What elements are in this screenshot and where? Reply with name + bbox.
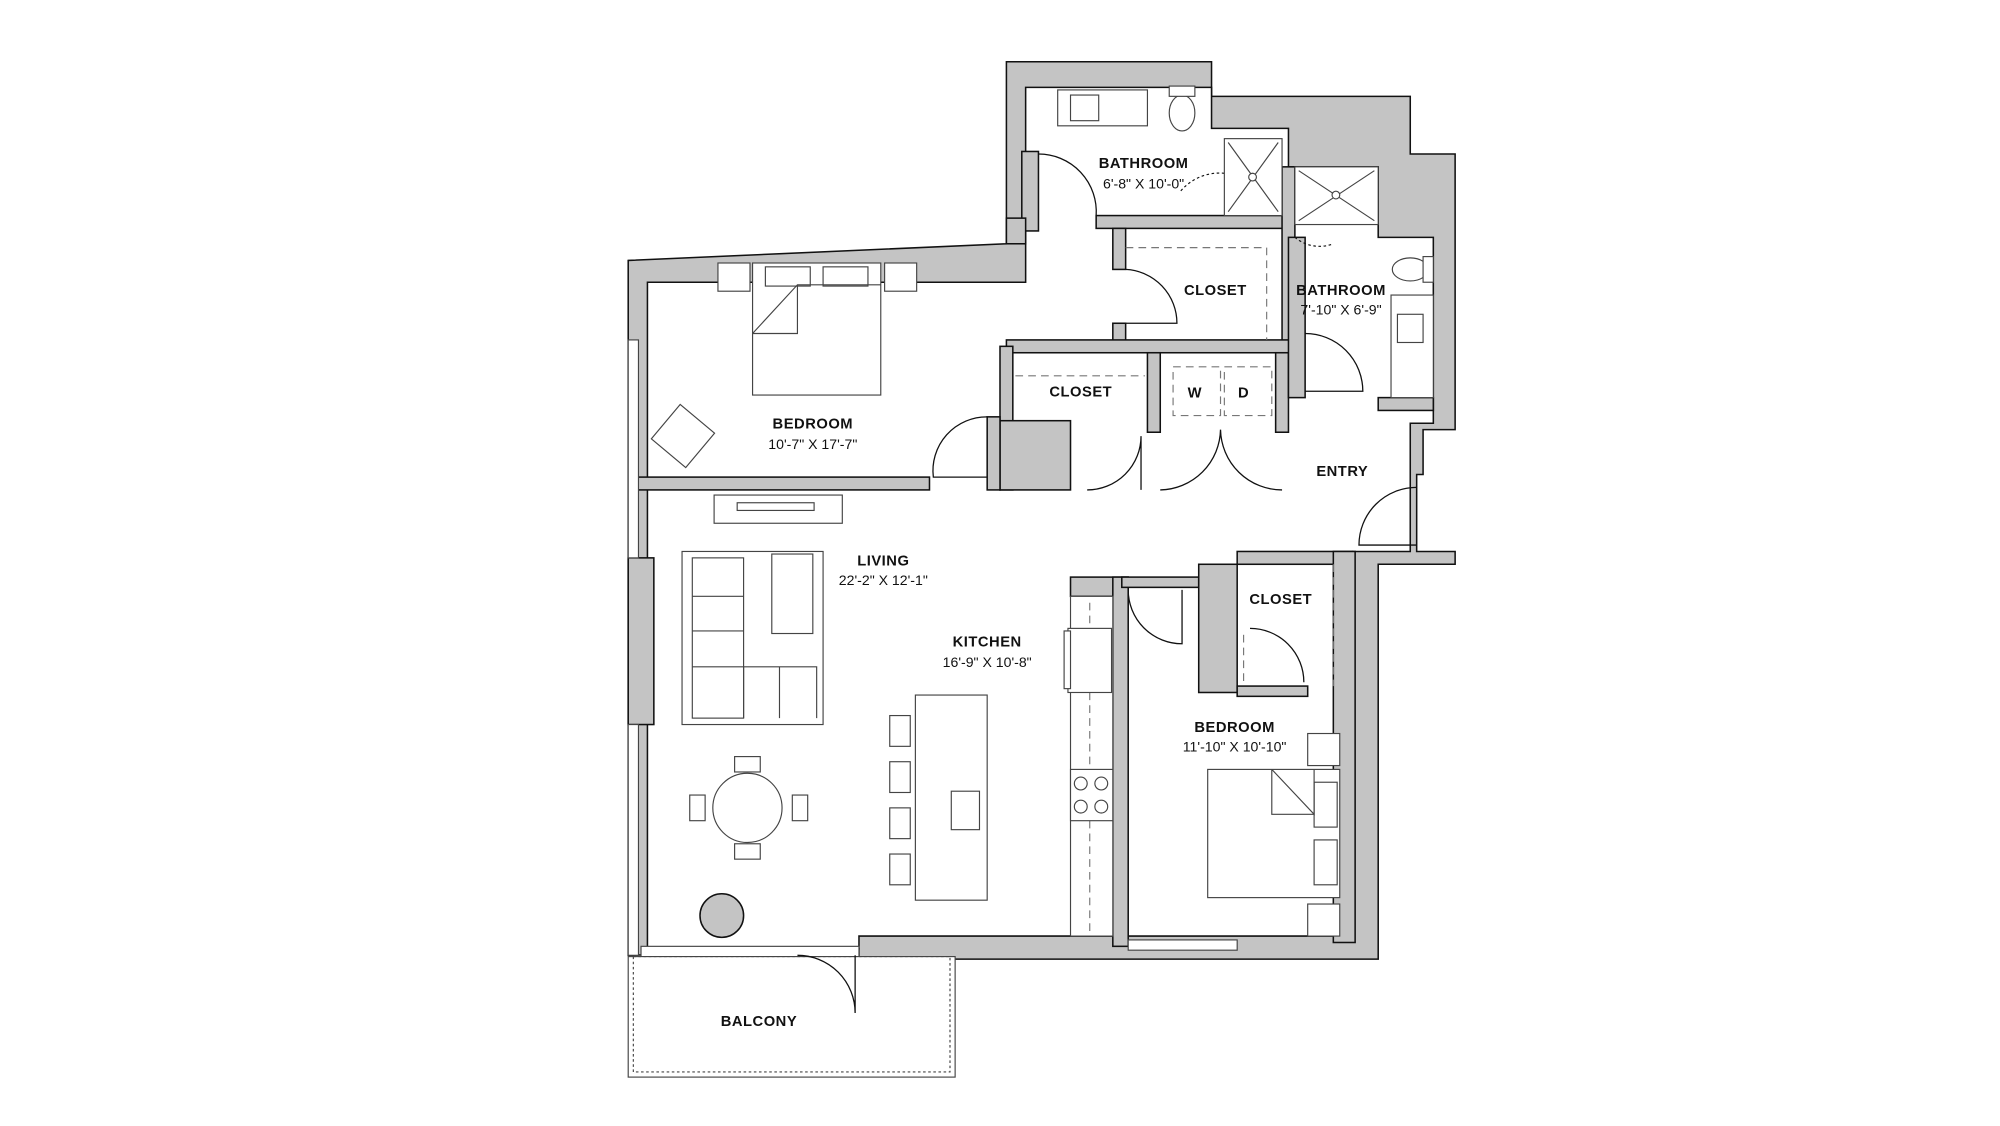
closet-3-label: CLOSET	[1249, 592, 1312, 608]
bedroom-2-dims: 11'-10" X 10'-10"	[1183, 738, 1287, 754]
bathroom-1-label: BATHROOM	[1099, 156, 1189, 172]
bedroom-1-dims: 10'-7" X 17'-7"	[768, 436, 857, 452]
room-labels: BATHROOM 6'-8" X 10'-0" CLOSET BATHROOM …	[721, 156, 1386, 1030]
kitchen-fixtures	[889, 595, 1114, 937]
living-dims: 22'-2" X 12'-1"	[839, 572, 928, 588]
living-label: LIVING	[857, 554, 909, 570]
bathroom-1-dims: 6'-8" X 10'-0"	[1103, 176, 1184, 192]
bathroom-2-dims: 7'-10" X 6'-9"	[1300, 301, 1381, 317]
bedroom-2-label: BEDROOM	[1194, 720, 1275, 736]
washer-label: W	[1188, 386, 1202, 402]
kitchen-dims: 16'-9" X 10'-8"	[943, 654, 1032, 670]
living-furniture	[681, 550, 824, 939]
bathroom-2-label: BATHROOM	[1296, 283, 1386, 299]
interior-walls	[627, 150, 1435, 948]
kitchen-label: KITCHEN	[953, 634, 1022, 650]
dryer-label: D	[1238, 386, 1249, 402]
doors	[797, 153, 1417, 1014]
bedroom-1-furniture	[650, 262, 918, 524]
entry-label: ENTRY	[1316, 464, 1368, 480]
bathroom-1-fixtures	[1057, 85, 1283, 217]
balcony-label: BALCONY	[721, 1014, 797, 1030]
closet-2-label: CLOSET	[1049, 384, 1112, 400]
balcony-outline	[627, 956, 956, 1078]
bedroom-2-furniture	[1207, 732, 1341, 937]
bathroom-2-fixtures	[1294, 166, 1434, 399]
bedroom-1-label: BEDROOM	[773, 416, 854, 432]
closet-1-label: CLOSET	[1184, 283, 1247, 299]
windows	[627, 339, 1238, 958]
